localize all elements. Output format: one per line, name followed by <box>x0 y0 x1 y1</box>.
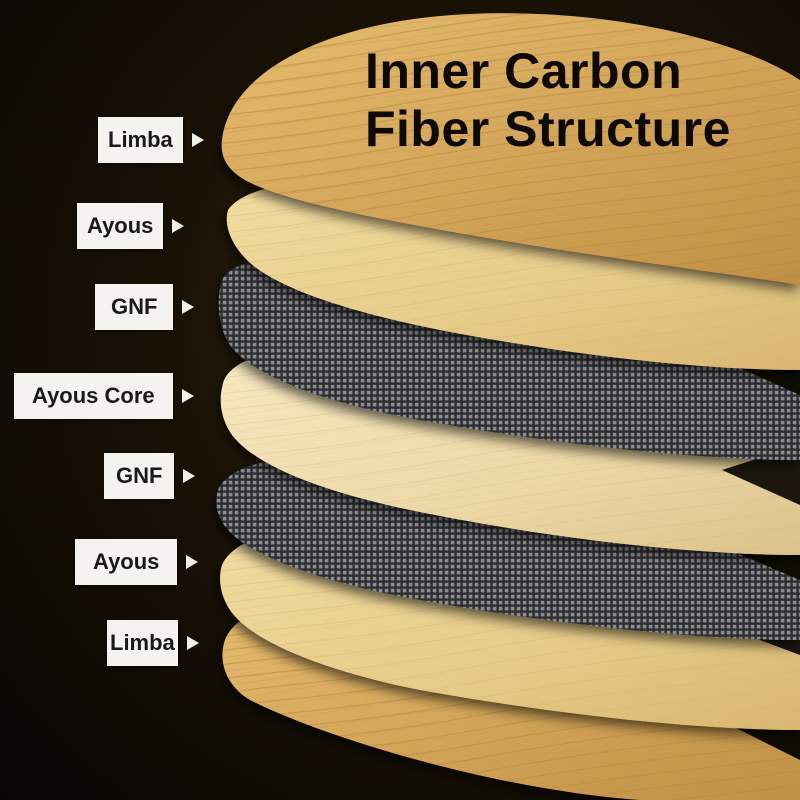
right-triangle-icon <box>186 555 199 569</box>
layer-label-text: Ayous <box>75 539 178 585</box>
layer-limba-top <box>221 13 800 285</box>
layer-label-text: Ayous Core <box>14 373 173 419</box>
title-line-1: Inner Carbon <box>365 43 683 99</box>
right-triangle-icon <box>191 133 204 147</box>
right-triangle-icon <box>172 219 185 233</box>
right-triangle-icon <box>183 469 196 483</box>
label-layer-1: Limba <box>98 117 204 163</box>
label-layer-4: Ayous Core <box>14 373 194 419</box>
title-line-2: Fiber Structure <box>365 101 731 157</box>
right-triangle-icon <box>181 389 194 403</box>
layer-label-text: GNF <box>104 453 175 499</box>
layer-label-text: GNF <box>95 284 174 330</box>
label-layer-5: GNF <box>104 453 196 499</box>
label-layer-7: Limba <box>107 620 199 666</box>
layer-label-text: Limba <box>98 117 183 163</box>
layer-label-text: Limba <box>107 620 178 666</box>
label-layer-2: Ayous <box>77 203 185 249</box>
label-layer-6: Ayous <box>75 539 199 585</box>
right-triangle-icon <box>186 636 199 650</box>
right-triangle-icon <box>182 300 195 314</box>
layer-label-text: Ayous <box>77 203 164 249</box>
label-layer-3: GNF <box>95 284 195 330</box>
diagram-title: Inner Carbon Fiber Structure <box>365 42 785 158</box>
